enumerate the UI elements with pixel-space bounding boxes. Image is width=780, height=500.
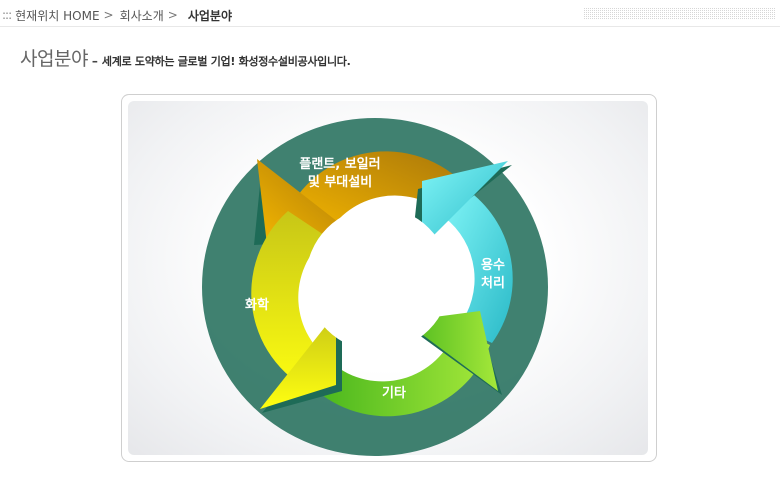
header-divider xyxy=(0,26,780,27)
segment-label-plant[interactable]: 플랜트, 보일러 xyxy=(299,156,380,172)
breadcrumb-home-link[interactable]: 현재위치 HOME xyxy=(15,8,100,23)
page-title-main: 사업분야 xyxy=(20,48,88,70)
cycle-segment-top xyxy=(287,151,472,235)
business-diagram-card: 플랜트, 보일러 및 부대설비 용수 처리 기타 화학 xyxy=(121,94,657,462)
page-subtitle: 세계로 도약하는 글로벌 기업! 화성정수설비공사입니다. xyxy=(101,55,351,68)
segment-label-plant-line2[interactable]: 및 부대설비 xyxy=(308,175,372,190)
segment-label-etc[interactable]: 기타 xyxy=(382,385,406,401)
cycle-arrow-left[interactable] xyxy=(260,313,336,409)
decorative-dotted-bar xyxy=(584,8,776,20)
breadcrumb-separator: > xyxy=(103,8,114,22)
cycle-segment-right xyxy=(444,195,513,343)
cycle-arrow-right[interactable] xyxy=(422,161,508,247)
cycle-center xyxy=(306,207,450,351)
segment-label-chemical[interactable]: 화학 xyxy=(245,297,269,313)
segment-label-water-line2[interactable]: 처리 xyxy=(481,275,505,291)
page-title-dash: – xyxy=(91,54,98,68)
page-title: 사업분야 – 세계로 도약하는 글로벌 기업! 화성정수설비공사입니다. xyxy=(20,44,351,71)
breadcrumb-company-link[interactable]: 회사소개 xyxy=(119,8,164,23)
breadcrumb: ::: 현재위치 HOME > 회사소개 > 사업분야 xyxy=(0,4,780,26)
business-cycle-diagram: 플랜트, 보일러 및 부대설비 용수 처리 기타 화학 xyxy=(202,118,548,456)
breadcrumb-prefix: ::: xyxy=(2,8,12,22)
breadcrumb-separator: > xyxy=(167,8,178,22)
breadcrumb-current: 사업분야 xyxy=(187,8,232,23)
segment-label-water[interactable]: 용수 xyxy=(481,257,505,273)
